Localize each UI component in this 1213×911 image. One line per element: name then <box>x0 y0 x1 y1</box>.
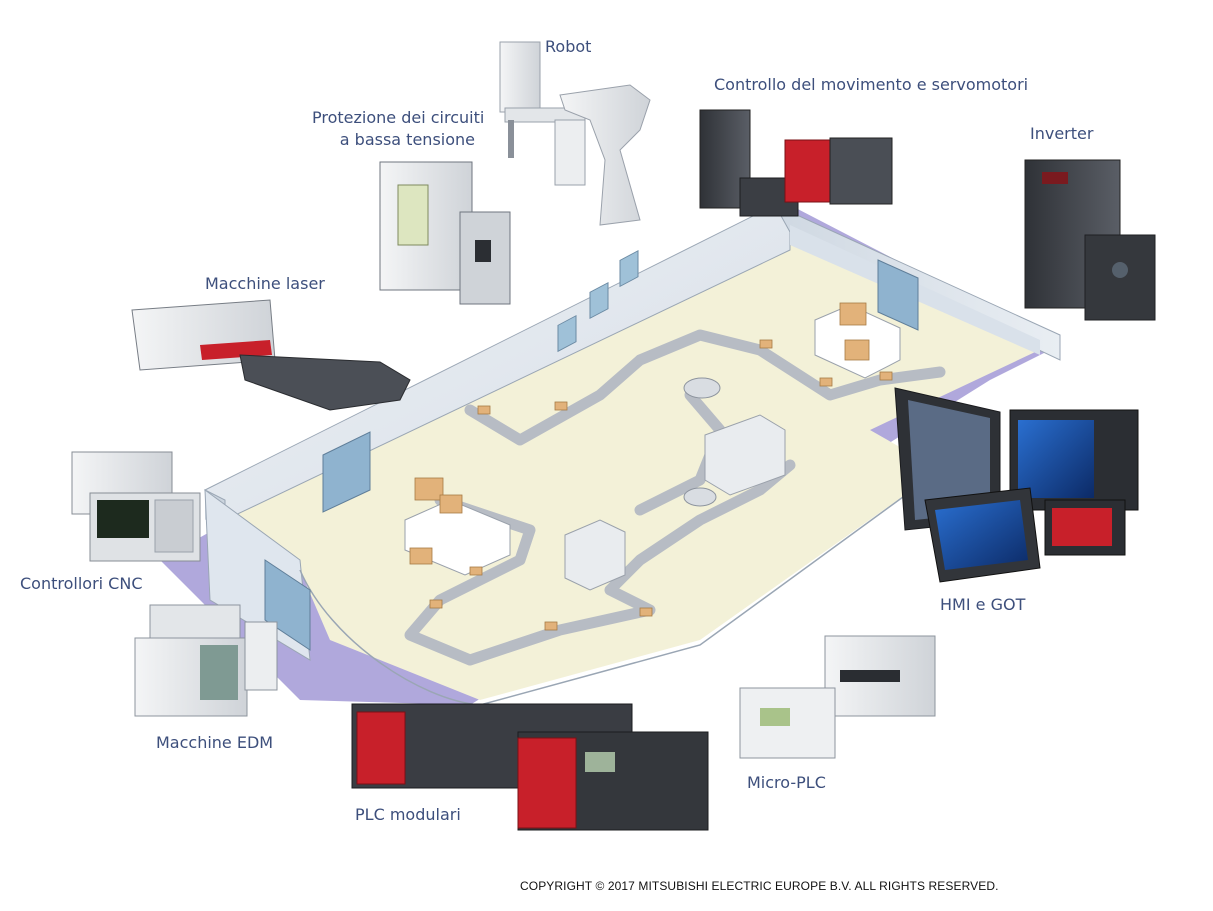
copyright-notice: COPYRIGHT © 2017 MITSUBISHI ELECTRIC EUR… <box>520 879 999 893</box>
motion-controller-red <box>784 139 834 203</box>
box <box>414 477 444 501</box>
inverter-dial <box>1112 262 1128 278</box>
label-circuit-protection-line1: Protezione dei circuiti <box>312 108 485 127</box>
box <box>639 607 653 617</box>
filler-2 <box>683 487 717 507</box>
moulded-case-breaker <box>459 211 511 305</box>
inverter-display <box>1042 172 1068 184</box>
door-right <box>877 259 919 331</box>
box <box>429 599 443 609</box>
edm-controller <box>244 621 278 691</box>
cnc-keypad <box>154 499 194 553</box>
filler-1 <box>683 377 721 399</box>
box <box>879 371 893 381</box>
window-3 <box>619 250 639 288</box>
plc-power-red <box>356 711 406 785</box>
motion-controller-module <box>829 137 893 205</box>
hmi-top-right-screen <box>1018 420 1094 498</box>
box <box>759 339 773 349</box>
label-robot: Robot <box>545 37 592 56</box>
window-2 <box>589 281 609 320</box>
box <box>819 377 833 387</box>
box <box>409 547 433 565</box>
motion-control-product <box>699 109 893 217</box>
label-inverter: Inverter <box>1030 124 1094 143</box>
robot-product <box>499 41 651 226</box>
label-modular-plc: PLC modulari <box>355 805 461 824</box>
box <box>554 401 568 411</box>
hmi-got-product <box>894 387 1139 583</box>
plc-display <box>585 752 615 772</box>
laser-stripe <box>200 340 272 360</box>
label-circuit-protection-line2: a bassa tensione <box>339 130 475 149</box>
factory-floor <box>160 203 1061 706</box>
hmi-small-red-screen <box>1052 508 1112 546</box>
breaker-toggle <box>475 240 491 262</box>
hmi-large-screen <box>908 400 990 520</box>
modular-plc-product <box>351 703 709 831</box>
inverter-product <box>1024 159 1156 321</box>
laser-table <box>239 354 411 411</box>
edm-product <box>134 604 278 717</box>
label-micro-plc: Micro-PLC <box>747 773 826 792</box>
cnc-screen <box>97 500 149 538</box>
robot-6axis-body <box>559 84 651 226</box>
window-1 <box>557 314 577 353</box>
machine-station-2 <box>564 519 626 591</box>
box <box>839 302 867 326</box>
edm-head <box>149 604 241 641</box>
door-left <box>322 431 371 513</box>
conveyor-upper <box>464 329 946 446</box>
box <box>439 494 463 514</box>
robot-scara-base <box>554 119 586 186</box>
label-motion-control: Controllo del movimento e servomotori <box>714 75 1029 94</box>
edm-window <box>200 645 238 700</box>
box <box>477 405 491 415</box>
conveyor-lower <box>404 459 796 666</box>
breaker-panel <box>397 184 429 246</box>
robot-scara-arm <box>499 41 541 113</box>
box <box>844 339 870 361</box>
micro-plc-product <box>739 635 936 759</box>
label-cnc: Controllori CNC <box>20 574 143 593</box>
label-laser: Macchine laser <box>205 274 325 293</box>
micro-plc-lcd <box>760 708 790 726</box>
hmi-front-screen <box>935 500 1028 570</box>
plc-power-red-front <box>517 737 577 829</box>
box <box>469 566 483 576</box>
robot-scara-shaft <box>508 120 514 158</box>
label-hmi-got: HMI e GOT <box>940 595 1026 614</box>
micro-plc-strip <box>840 670 900 682</box>
label-edm: Macchine EDM <box>156 733 274 752</box>
boxes <box>409 302 893 631</box>
cnc-product <box>71 451 201 562</box>
laser-machine-product <box>131 299 411 411</box>
circuit-protection-product <box>379 161 511 305</box>
machine-station-1 <box>704 414 786 496</box>
box <box>544 621 558 631</box>
